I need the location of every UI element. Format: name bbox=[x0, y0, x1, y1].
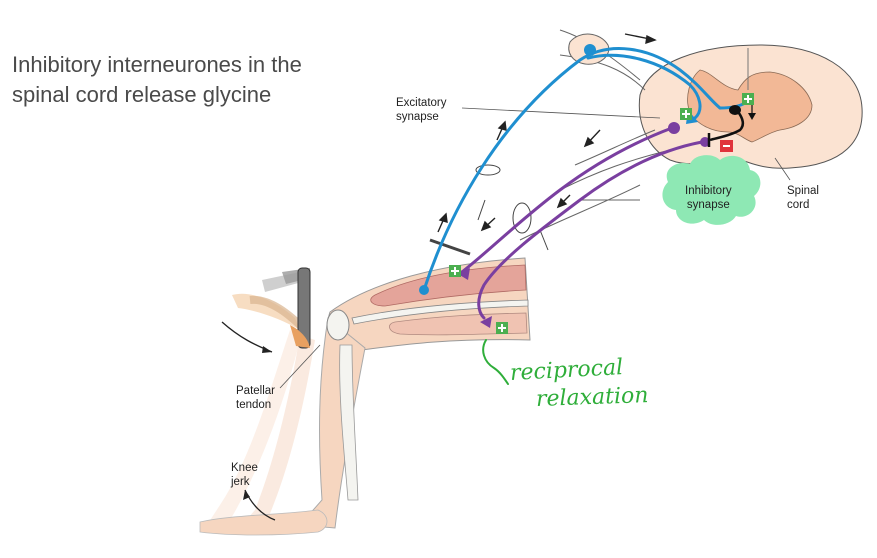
inhibitory-synapse-marker bbox=[720, 140, 733, 152]
motor-neurons bbox=[460, 126, 704, 320]
nerve-section-marks bbox=[429, 164, 549, 256]
excitatory-synapse-marker-quadriceps bbox=[449, 265, 461, 277]
direction-arrows bbox=[437, 33, 657, 233]
spinal-cord-section bbox=[638, 44, 863, 169]
label-inhibitory-synapse: Inhibitory synapse bbox=[685, 185, 732, 211]
excitatory-synapse-marker-hamstring bbox=[496, 322, 508, 334]
reflex-hammer bbox=[232, 267, 311, 349]
label-excitatory-synapse: Excitatory synapse bbox=[396, 97, 447, 123]
annotation-relaxation: relaxation bbox=[535, 383, 649, 412]
slide-title: Inhibitory interneurones in the spinal c… bbox=[12, 52, 302, 107]
leg-illustration bbox=[199, 257, 531, 536]
label-knee-jerk: Knee jerk bbox=[231, 462, 258, 488]
sensory-receptor bbox=[419, 285, 429, 295]
motor-neuron-cell-body-extensor bbox=[668, 122, 680, 134]
motor-neuron-cell-body-flexor bbox=[700, 137, 710, 147]
sensory-cell-body bbox=[584, 44, 596, 56]
inhibitory-synapse-highlight bbox=[662, 155, 761, 225]
excitatory-synapse-marker-cord-2 bbox=[680, 108, 692, 120]
motor-terminal-flexor bbox=[480, 316, 492, 328]
motor-terminal-extensor bbox=[458, 268, 470, 280]
label-spinal-cord: Spinal cord bbox=[787, 185, 819, 211]
label-patellar-tendon: Patellar tendon bbox=[236, 385, 275, 411]
excitatory-synapse-marker-cord-1 bbox=[742, 93, 754, 105]
annotation-bracket bbox=[482, 339, 509, 385]
inhibitory-interneuron bbox=[707, 104, 756, 147]
